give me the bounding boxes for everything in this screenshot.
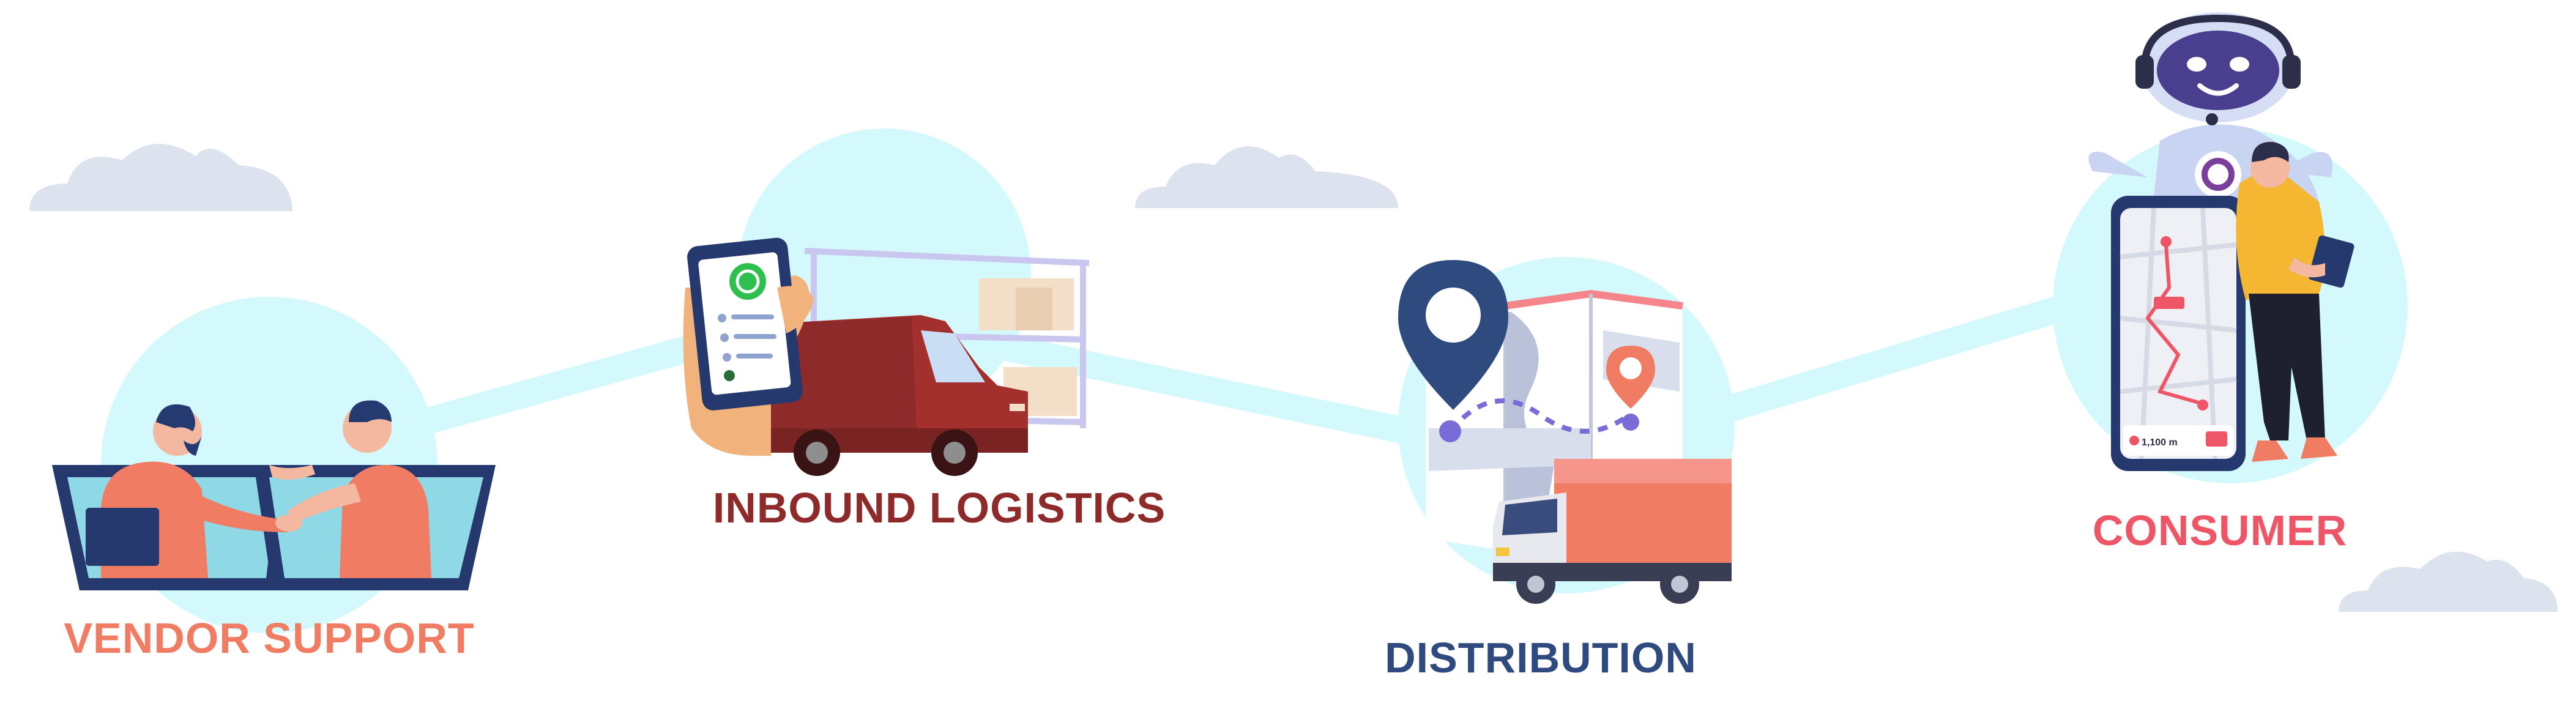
- stage-label-distribution: DISTRIBUTION: [1385, 634, 1697, 682]
- handshake-laptops-icon: [52, 400, 496, 590]
- map-pin-truck-icon: [1398, 260, 1732, 604]
- stage-label-vendor-support: VENDOR SUPPORT: [64, 614, 475, 662]
- whatsapp-icon: [729, 263, 766, 300]
- phone-truck-warehouse-icon: [683, 237, 1090, 476]
- stage-label-consumer: CONSUMER: [2092, 507, 2348, 554]
- phone-distance-text: 1,100 m: [2142, 437, 2178, 448]
- robot-phone-person-icon: 1,100 m: [2088, 12, 2355, 471]
- cloud-icon: [1135, 146, 1398, 208]
- cloud-icon: [29, 144, 292, 211]
- connector-path: [256, 243, 2244, 478]
- stage-label-inbound-logistics: INBOUND LOGISTICS: [712, 484, 1166, 532]
- cloud-icon: [2339, 551, 2558, 612]
